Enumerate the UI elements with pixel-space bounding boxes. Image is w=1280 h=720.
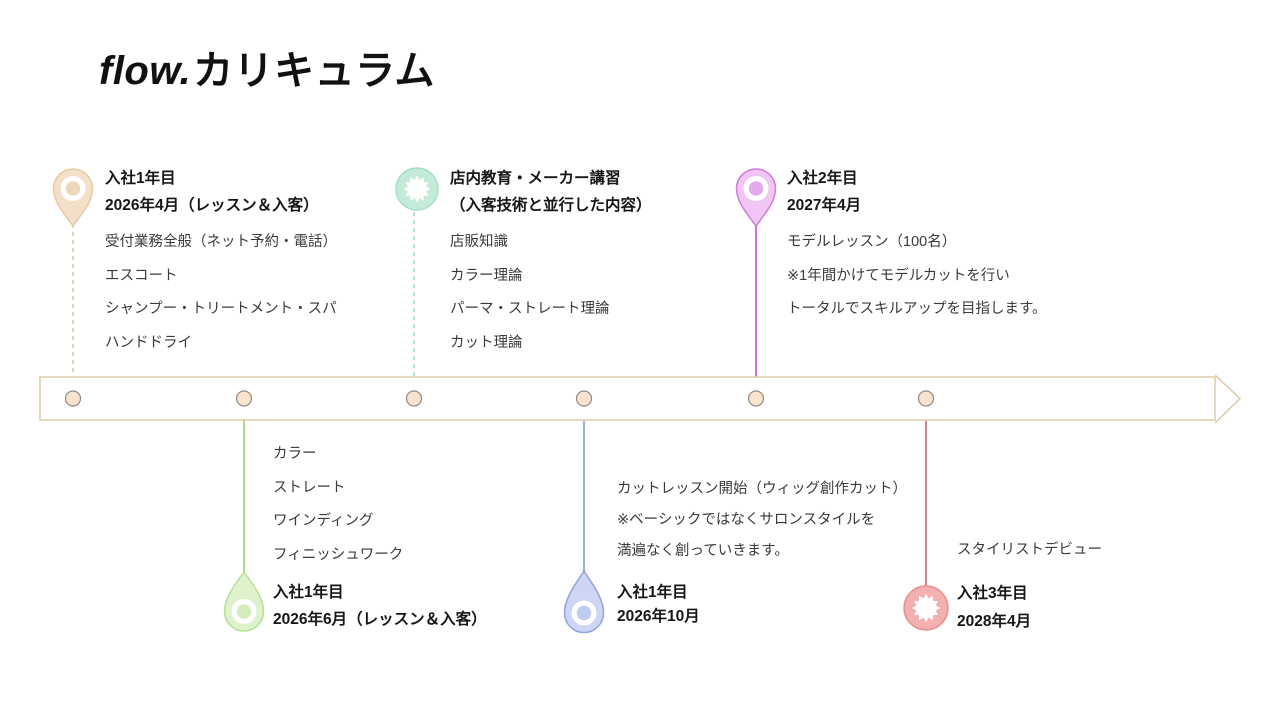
timeline-node-dot [747, 390, 765, 407]
badge-icon [903, 585, 949, 631]
milestone-item: ※1年間かけてモデルカットを行い [787, 267, 1010, 284]
milestone-title: 入社1年目 2026年6月（レッスン＆入客） [273, 584, 487, 628]
milestone-item: ハンドドライ [105, 334, 192, 351]
teardrop-pin-icon [223, 570, 265, 632]
milestone-item: 受付業務全般（ネット予約・電話） [105, 234, 337, 250]
map-pin-icon [735, 168, 777, 228]
timeline-node-dot [405, 390, 423, 407]
milestone-item-list: 受付業務全般（ネット予約・電話） エスコート シャンプー・トリートメント・スパ … [105, 226, 337, 360]
milestone-item: カラー [273, 446, 317, 462]
milestone-item: ※ベーシックではなくサロンスタイルを [617, 512, 876, 528]
milestone-item-list: モデルレッスン（100名） ※1年間かけてモデルカットを行い トータルでスキルア… [787, 226, 1047, 327]
timeline-bar [39, 376, 1216, 421]
milestone-item: シャンプー・トリートメント・スパ [105, 301, 337, 317]
badge-icon [395, 167, 439, 211]
milestone-item: トータルでスキルアップを目指します。 [787, 301, 1047, 317]
milestone-item: 満遍なく創っていきます。 [617, 543, 789, 559]
milestone-item-list: 店販知識 カラー理論 パーマ・ストレート理論 カット理論 [450, 226, 610, 360]
milestone-item: 店販知識 [450, 234, 508, 250]
milestone-item: カラー理論 [450, 267, 523, 284]
timeline-arrowhead-icon [1214, 374, 1242, 424]
milestone-item-list: カットレッスン開始（ウィッグ創作カット） ※ベーシックではなくサロンスタイルを … [617, 474, 907, 567]
page-title-main-part: カリキュラム [193, 49, 435, 93]
milestone-item: ストレート [273, 479, 346, 496]
timeline-node-dot [917, 390, 935, 407]
page-title-italic-part: flow. [99, 49, 192, 93]
map-pin-icon [52, 168, 94, 228]
milestone-title: 店内教育・メーカー講習 （入客技術と並行した内容） [450, 170, 652, 214]
milestone-item: パーマ・ストレート理論 [450, 301, 610, 317]
milestone-note: スタイリストデビュー [957, 542, 1102, 558]
page-title: flow.カリキュラム [99, 38, 435, 96]
teardrop-pin-icon [563, 569, 605, 634]
milestone-title: 入社1年目 2026年10月 [617, 584, 700, 625]
timeline-node-dot [64, 390, 82, 407]
milestone-item: ワインディング [273, 513, 374, 529]
milestone-item: カットレッスン開始（ウィッグ創作カット） [617, 481, 907, 497]
milestone-item: カット理論 [450, 334, 523, 351]
milestone-item: エスコート [105, 267, 178, 284]
milestone-title: 入社2年目 2027年4月 [787, 170, 862, 214]
milestone-item: フィニッシュワーク [273, 546, 404, 563]
milestone-title: 入社1年目 2026年4月（レッスン＆入客） [105, 170, 319, 214]
timeline-node-dot [235, 390, 253, 407]
milestone-item: モデルレッスン（100名） [787, 234, 957, 250]
milestone-item-list: カラー ストレート ワインディング フィニッシュワーク [273, 438, 403, 572]
timeline-node-dot [575, 390, 593, 407]
milestone-title: 入社3年目 2028年4月 [957, 585, 1032, 630]
